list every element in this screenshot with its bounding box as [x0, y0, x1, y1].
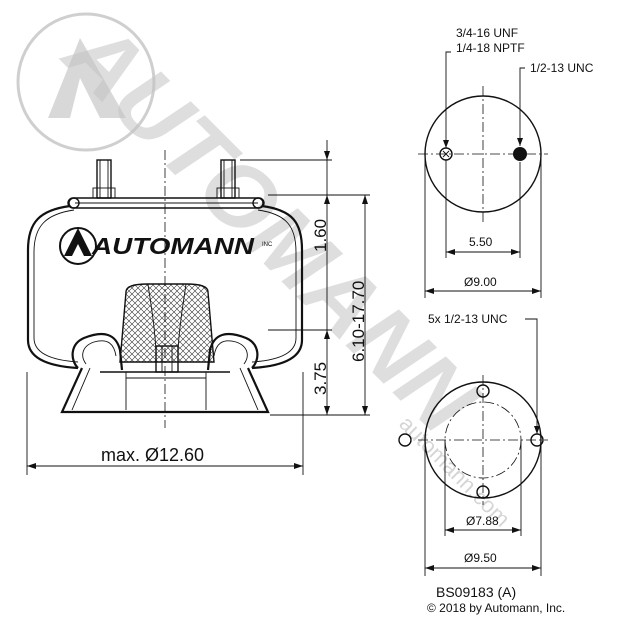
- bolt-holes-label: 5x 1/2-13 UNC: [428, 312, 508, 326]
- dim-max-diameter: max. Ø12.60: [101, 445, 204, 465]
- logo-suffix: INC: [262, 242, 273, 248]
- top-view: 3/4-16 UNF 1/4-18 NPTF 1/2-13 UNC 5.50 Ø…: [418, 26, 594, 298]
- bumper: [119, 283, 215, 373]
- logo-text: AUTOMANN: [91, 233, 255, 259]
- bolt-hole-bottom: [476, 485, 490, 499]
- watermark: AUTOMANN automann.com: [16, 1, 515, 531]
- bolt-hole-left: [398, 433, 412, 447]
- fitting-label-nptf: 1/4-18 NPTF: [456, 41, 525, 55]
- dim-top-diameter: Ø9.00: [464, 275, 497, 289]
- dim-overall-height: 6.10-17.70: [349, 281, 368, 362]
- side-dimensions: 1.60 3.75 6.10-17.70 max. Ø12.60: [26, 140, 370, 475]
- dim-base-diameter: Ø9.50: [464, 551, 497, 565]
- dim-fitting-spacing: 5.50: [469, 235, 493, 249]
- fitting-label-unf: 3/4-16 UNF: [456, 26, 518, 40]
- bellows-outline: [26, 204, 304, 370]
- dim-bolt-circle: Ø7.88: [466, 514, 499, 528]
- copyright: © 2018 by Automann, Inc.: [427, 601, 565, 615]
- rolling-lobe: [71, 332, 259, 371]
- stud-label: 1/2-13 UNC: [530, 61, 594, 75]
- watermark-text: AUTOMANN: [44, 1, 498, 455]
- stud-left: [92, 159, 116, 199]
- bead-right: [252, 197, 264, 209]
- dim-piston-height: 3.75: [311, 362, 330, 395]
- dim-top-height: 1.60: [311, 219, 330, 252]
- watermark-circle: [16, 12, 156, 152]
- automann-logo: AUTOMANN INC: [59, 227, 273, 265]
- mounting-stud: [513, 147, 527, 161]
- top-bead-plate: [67, 197, 265, 209]
- side-view: AUTOMANN INC: [26, 150, 304, 428]
- bead-left: [68, 197, 80, 209]
- stud-right: [216, 159, 240, 199]
- part-number: BS09183 (A): [436, 584, 516, 600]
- watermark-emblem: [48, 38, 126, 118]
- bolt-hole-top: [476, 384, 490, 398]
- bottom-view: 5x 1/2-13 UNC Ø7.88 Ø9.50: [398, 312, 548, 576]
